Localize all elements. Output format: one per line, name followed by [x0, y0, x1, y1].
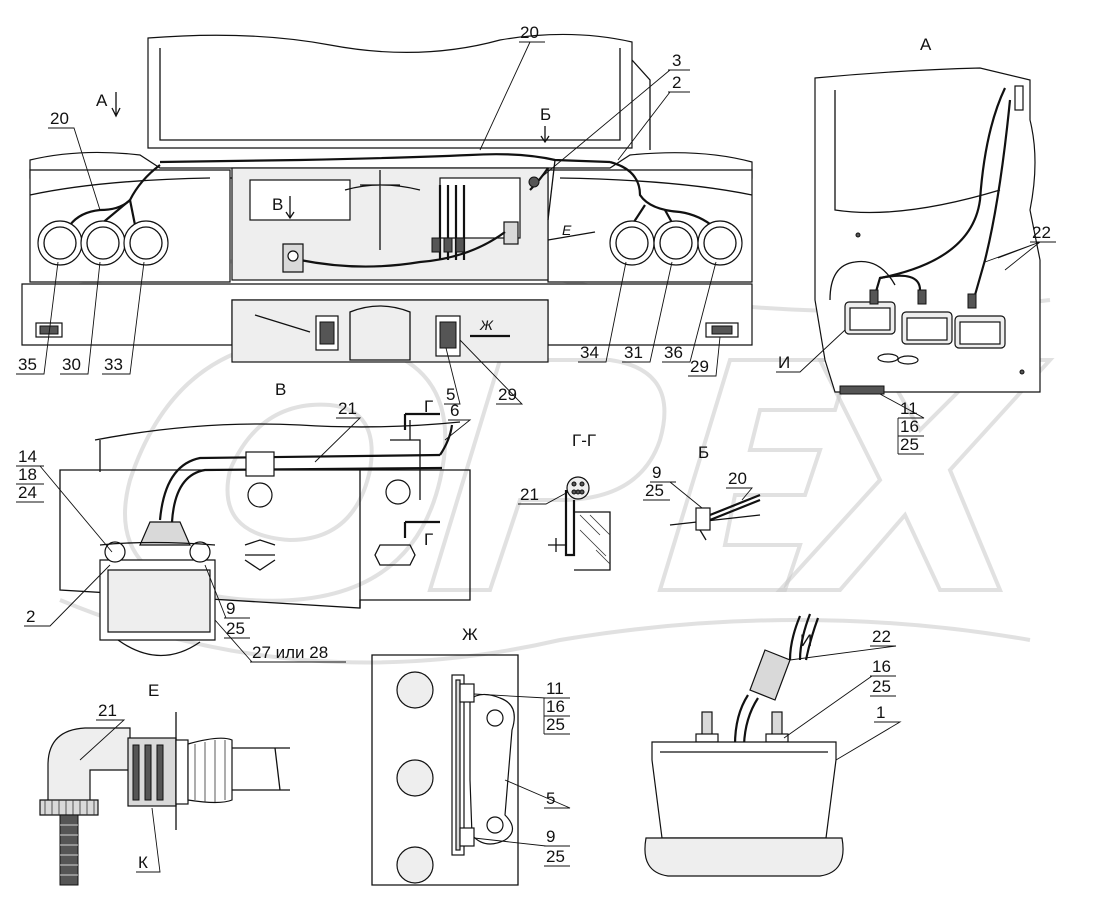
callout-1: 1 — [876, 703, 885, 722]
callout-21-e: 21 — [98, 701, 117, 720]
callout-25-b: 25 — [645, 481, 664, 500]
callout-18: 18 — [18, 465, 37, 484]
view-markers-main: А Б В Е Ж — [96, 91, 596, 333]
callout-9-b: 9 — [652, 463, 661, 482]
callout-11-zh: 11 — [546, 679, 564, 698]
callout-24: 24 — [18, 483, 37, 502]
callout-25-i: 25 — [872, 677, 891, 696]
callout-36: 36 — [664, 343, 683, 362]
callout-5: 5 — [446, 385, 455, 404]
callouts-main: 20 3 2 20 35 30 33 34 31 36 29 5 29 — [16, 23, 721, 405]
view-arrow-b-label: Б — [540, 105, 551, 124]
view-b-title: Б — [698, 443, 709, 462]
callout-5-zh: 5 — [546, 789, 555, 808]
callout-14: 14 — [18, 447, 37, 466]
callout-21-v: 21 — [338, 399, 357, 418]
callout-16-a: 16 — [900, 417, 919, 436]
callout-25-a: 25 — [900, 435, 919, 454]
gauge-body — [651, 741, 837, 839]
callout-25-zh2: 25 — [546, 847, 565, 866]
callout-29-mid: 29 — [498, 385, 517, 404]
callout-27: 27 или 28 — [252, 643, 328, 662]
callout-22-i: 22 — [872, 627, 891, 646]
view-a-title: А — [920, 35, 932, 54]
view-v: В Г Г 21 6 14 18 24 2 — [16, 380, 472, 663]
callout-20-top: 20 — [520, 23, 539, 42]
view-b: Б 9 25 20 — [643, 443, 761, 541]
hood — [147, 33, 633, 149]
callout-34: 34 — [580, 343, 599, 362]
callout-2-top: 2 — [672, 73, 681, 92]
callout-35: 35 — [18, 355, 37, 374]
callout-20-b: 20 — [728, 469, 747, 488]
view-i: И 22 16 25 1 — [644, 613, 902, 877]
callout-25-zh1: 25 — [546, 715, 565, 734]
callout-16-zh: 16 — [546, 697, 565, 716]
connector-housing — [139, 521, 191, 546]
callout-22-a: 22 — [1032, 223, 1051, 242]
section-gg: Г-Г 21 — [518, 431, 611, 571]
main-front-view — [21, 33, 753, 363]
view-a-i-label: И — [778, 353, 790, 372]
callout-9-zh: 9 — [546, 827, 555, 846]
view-e: Е 21 К — [39, 681, 290, 886]
left-lamp-housing — [29, 169, 231, 283]
callout-33: 33 — [104, 355, 123, 374]
callout-2-v: 2 — [26, 607, 35, 626]
view-a: А 22 И 11 16 25 — [776, 35, 1056, 455]
callout-6: 6 — [450, 401, 459, 420]
callout-16-i: 16 — [872, 657, 891, 676]
view-e-title: Е — [148, 681, 159, 700]
view-e-k-label: К — [138, 853, 148, 872]
callout-31: 31 — [624, 343, 643, 362]
callout-29-right: 29 — [690, 357, 709, 376]
section-gg-title: Г-Г — [572, 431, 596, 450]
view-zh: Ж 11 16 25 5 9 25 — [371, 625, 571, 886]
callout-30: 30 — [62, 355, 81, 374]
section-mark-g-top: Г — [424, 397, 433, 416]
callout-25-v: 25 — [226, 619, 245, 638]
callout-9-v: 9 — [226, 599, 235, 618]
callout-11-a: 11 — [900, 399, 918, 418]
view-arrow-v-label: В — [272, 195, 283, 214]
callout-21-gg: 21 — [520, 485, 539, 504]
view-arrow-a-label: А — [96, 91, 108, 110]
view-arrow-e-label: Е — [562, 222, 572, 238]
callout-3: 3 — [672, 51, 681, 70]
view-v-title: В — [275, 380, 286, 399]
view-zh-title: Ж — [462, 625, 478, 644]
section-mark-g-bot: Г — [424, 530, 433, 549]
view-arrow-zh-label: Ж — [479, 317, 494, 333]
gauge-cable-sleeve — [749, 649, 791, 701]
callout-20-left: 20 — [50, 109, 69, 128]
